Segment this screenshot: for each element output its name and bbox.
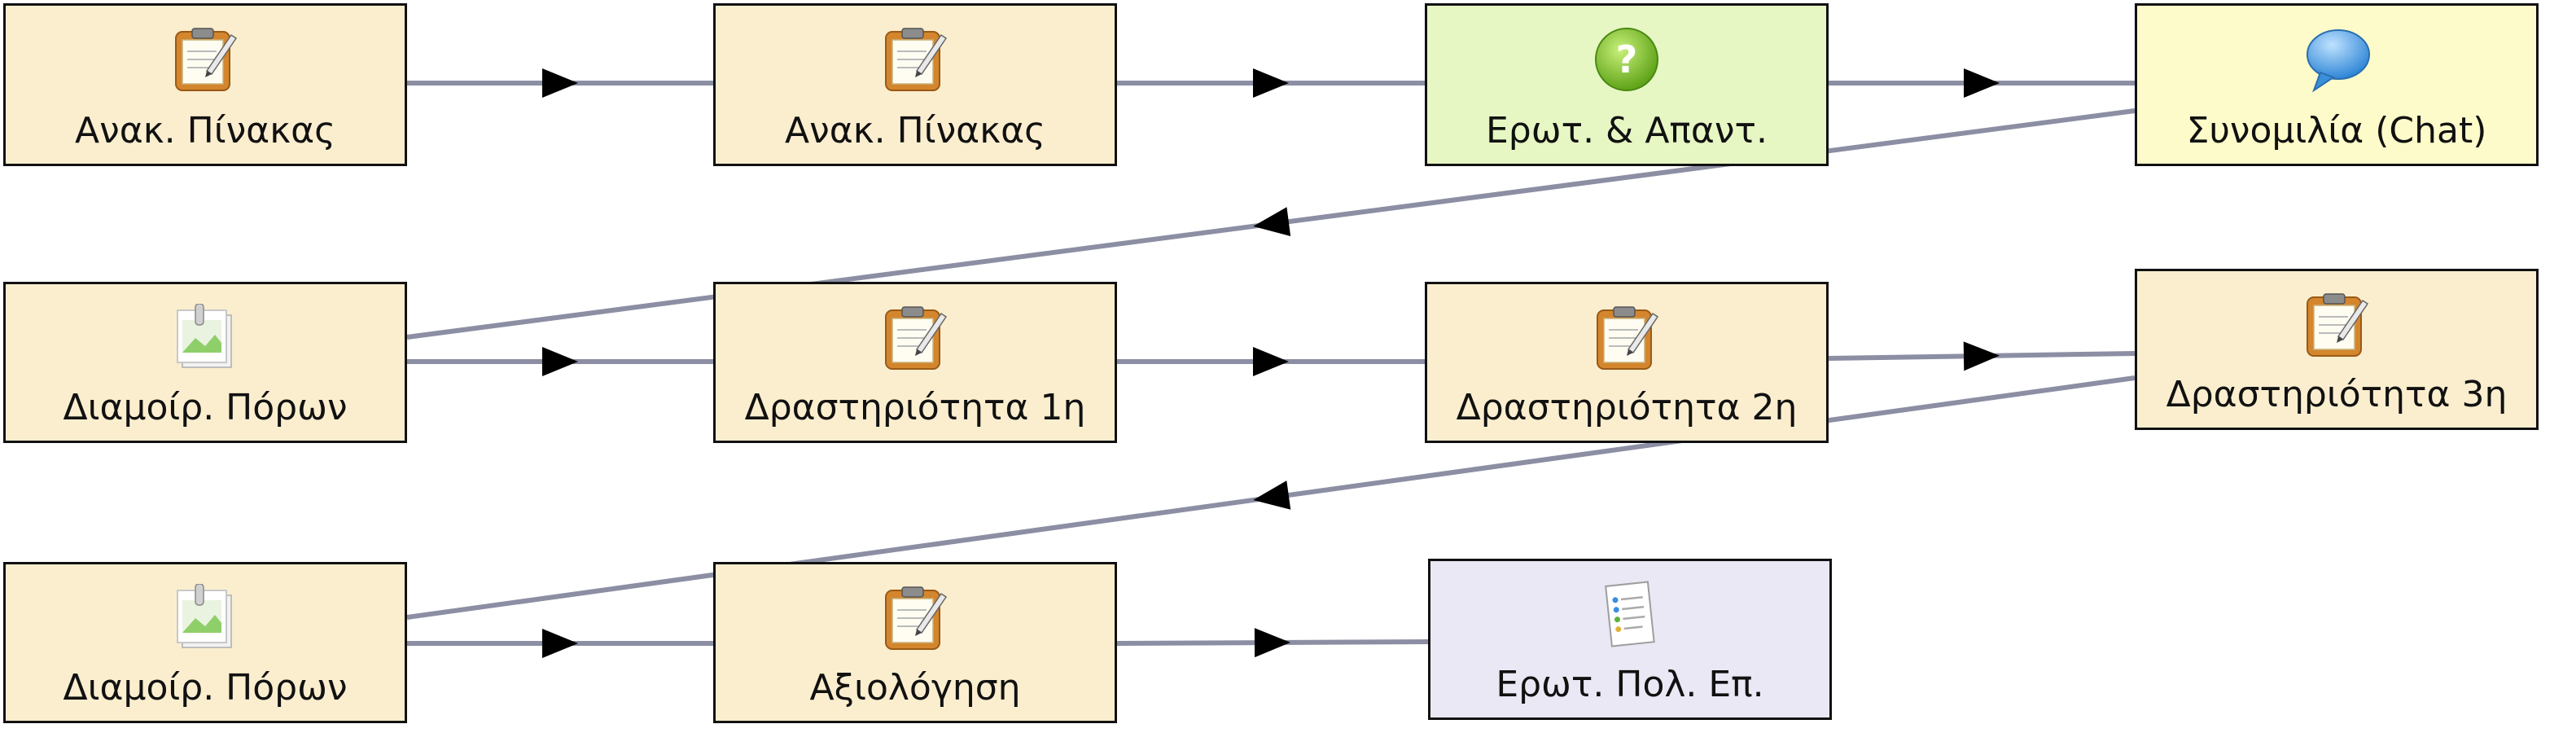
clipboard-icon [2302, 291, 2371, 359]
clipboard-icon [881, 304, 949, 372]
node-label: Δραστηριότητα 3η [2166, 373, 2508, 415]
arrowhead-n1-n2 [542, 68, 578, 98]
node-label: Δραστηριότητα 2η [1456, 386, 1798, 428]
clipboard-icon [171, 25, 239, 94]
node-label: Ανακ. Πίνακας [75, 109, 335, 151]
activity-node-third[interactable]: Δραστηριότητα 3η [2135, 269, 2539, 430]
activity-node-1[interactable]: Ανακ. Πίνακας [3, 3, 407, 166]
chat-node[interactable]: Συνομιλία (Chat) [2135, 3, 2539, 166]
svg-text:?: ? [1616, 37, 1638, 81]
qa-node[interactable]: ? Ερωτ. & Απαντ. [1425, 3, 1829, 166]
arrowhead-n10-n11 [1254, 628, 1290, 658]
quiz-document-icon [1596, 581, 1664, 649]
node-label: Συνομιλία (Chat) [2186, 109, 2487, 151]
arrowhead-n8-n9 [1253, 481, 1291, 510]
arrowhead-n6-n7 [1253, 347, 1289, 376]
resource-sharing-node-1[interactable]: Διαμοίρ. Πόρων [3, 282, 407, 443]
activity-node-second[interactable]: Δραστηριότητα 2η [1425, 282, 1829, 443]
question-icon: ? [1592, 25, 1661, 94]
arrowhead-n9-n10 [542, 629, 578, 658]
arrowhead-n7-n8 [1963, 341, 2000, 371]
activity-node-first[interactable]: Δραστηριότητα 1η [713, 282, 1117, 443]
activity-node-2[interactable]: Ανακ. Πίνακας [713, 3, 1117, 166]
chat-bubble-icon [2302, 25, 2371, 94]
node-label: Ανακ. Πίνακας [785, 109, 1045, 151]
clipboard-icon [881, 25, 949, 94]
arrowhead-n3-n4 [1964, 68, 2000, 98]
node-label: Διαμοίρ. Πόρων [63, 666, 348, 709]
node-label: Ερωτ. & Απαντ. [1486, 109, 1768, 151]
arrowhead-n2-n3 [1253, 68, 1289, 98]
multiple-choice-quiz-node[interactable]: Ερωτ. Πολ. Επ. [1428, 559, 1832, 720]
clipboard-icon [881, 584, 949, 652]
assessment-node[interactable]: Αξιολόγηση [713, 562, 1117, 723]
node-label: Αξιολόγηση [809, 666, 1021, 709]
node-label: Ερωτ. Πολ. Επ. [1496, 663, 1764, 705]
image-stack-icon [171, 583, 239, 652]
arrowhead-n5-n6 [542, 347, 578, 376]
node-label: Διαμοίρ. Πόρων [63, 386, 348, 428]
arrowhead-n4-n5 [1253, 207, 1291, 236]
clipboard-icon [1592, 304, 1661, 372]
image-stack-icon [171, 303, 239, 372]
resource-sharing-node-2[interactable]: Διαμοίρ. Πόρων [3, 562, 407, 723]
node-label: Δραστηριότητα 1η [744, 386, 1086, 428]
